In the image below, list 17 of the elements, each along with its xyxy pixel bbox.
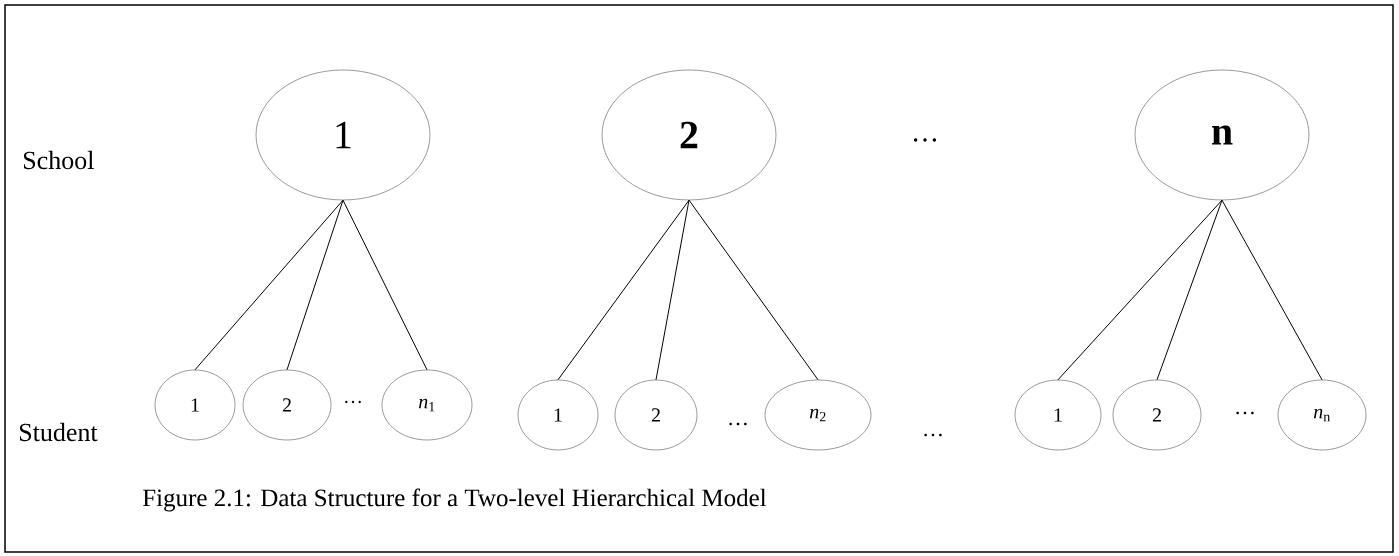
level-label: Student	[19, 422, 98, 442]
connector-line	[1221, 199, 1323, 381]
connector-line	[342, 199, 428, 371]
ellipsis: …	[729, 422, 747, 426]
ellipsis: …	[924, 433, 942, 437]
level-label: School	[23, 150, 94, 170]
connector-line	[1057, 199, 1223, 381]
ellipsis: …	[913, 138, 937, 142]
connector-line	[286, 199, 344, 371]
ellipsis: …	[345, 400, 361, 404]
connector-line	[688, 199, 819, 381]
connector-line	[655, 199, 690, 381]
connector-line	[1156, 199, 1223, 381]
figure-caption: Figure 2.1: Data Structure for a Two-level Hierarchical Model	[142, 488, 767, 512]
connector-line	[557, 199, 690, 381]
ellipsis: …	[1236, 411, 1254, 415]
connector-line	[194, 199, 344, 371]
